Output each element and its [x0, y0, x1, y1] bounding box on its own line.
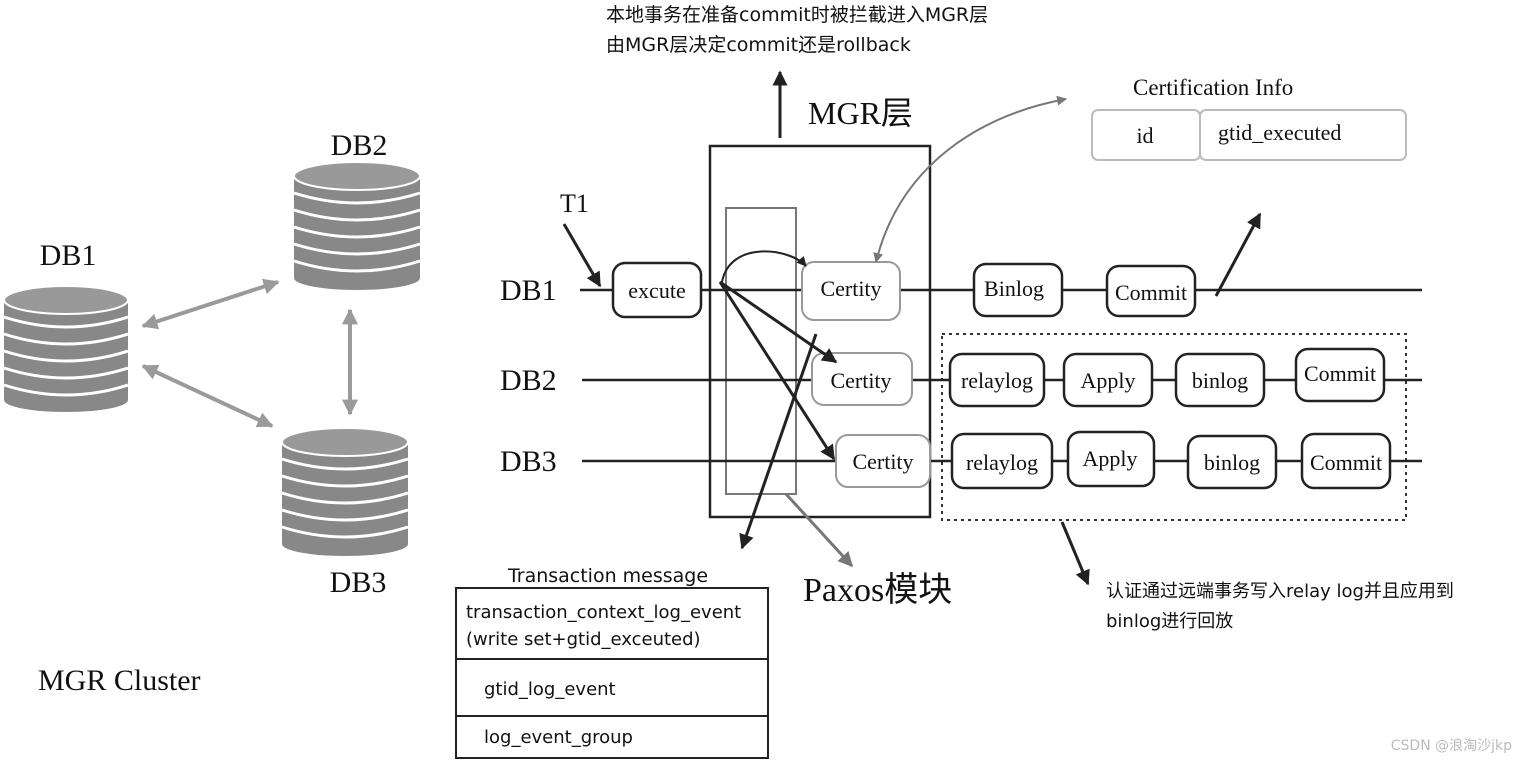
- db1-label: DB1: [40, 239, 97, 272]
- db1-step-label: Certity: [820, 276, 881, 301]
- db1-db3-arrow: [141, 364, 274, 428]
- certity-to-cert-info-arrow: [873, 95, 1067, 263]
- flow-row-label-db2: DB2: [500, 364, 557, 397]
- to-transaction-message-arrow: [739, 333, 818, 550]
- db1-step-box: [972, 262, 1064, 318]
- db3-database-icon: [281, 427, 409, 556]
- db3-label: DB3: [330, 566, 387, 599]
- db2-step-box: [948, 352, 1046, 408]
- broadcast-to-db2-arrow: [719, 280, 838, 364]
- db2-step-label: Certity: [830, 368, 891, 393]
- transaction-message-row1-line2: (write set+gtid_exceuted): [466, 629, 701, 650]
- db1-step-label: excute: [628, 278, 685, 303]
- db2-label: DB2: [331, 129, 388, 162]
- flow-row-label-db3: DB3: [500, 445, 557, 478]
- db2-database-icon: [293, 161, 421, 290]
- transaction-message-title: Transaction message: [507, 565, 708, 587]
- db3-step-box: [1066, 430, 1156, 488]
- db3-step-label: binlog: [1204, 450, 1260, 475]
- flow-row-label-db1: DB1: [500, 274, 557, 307]
- db2-step-label: Apply: [1081, 368, 1136, 393]
- db3-step-label: Apply: [1083, 446, 1138, 471]
- bottom-note-line2: binlog进行回放: [1106, 611, 1233, 632]
- transaction-message-table: [455, 587, 769, 759]
- to-paxos-arrow: [784, 492, 854, 568]
- db3-step-label: Commit: [1310, 450, 1382, 475]
- db3-step-box: [950, 432, 1054, 490]
- db1-step-box: [801, 261, 901, 321]
- mgr-layer-box: [708, 144, 932, 519]
- db3-step-label: relaylog: [966, 450, 1038, 475]
- db2-step-label: Commit: [1304, 361, 1376, 386]
- watermark: CSDN @浪淘沙jkp: [1391, 738, 1512, 754]
- db3-step-label: Certity: [852, 449, 913, 474]
- db1-step-label: Commit: [1115, 280, 1187, 305]
- cluster-caption: MGR Cluster: [38, 664, 201, 697]
- top-note-line1: 本地事务在准备commit时被拦截进入MGR层: [606, 4, 988, 26]
- db2-step-box: [1294, 347, 1386, 403]
- db1-db2-arrow: [141, 278, 280, 330]
- db3-step-box: [1186, 434, 1278, 490]
- t1-arrow: [562, 223, 602, 288]
- db1-step-box: [611, 261, 703, 319]
- db2-step-box: [1062, 352, 1154, 408]
- transaction-message-row3: log_event_group: [484, 727, 633, 748]
- transaction-message-row2: gtid_log_event: [484, 679, 616, 700]
- excute-to-certity-db1-arrow: [721, 250, 807, 283]
- db3-step-box: [1300, 432, 1392, 490]
- t1-label: T1: [560, 189, 589, 218]
- db1-database-icon: [3, 285, 129, 412]
- bottom-note-line1: 认证通过远端事务写入relay log并且应用到: [1106, 581, 1454, 602]
- commit-to-gtid-arrow: [1214, 212, 1262, 297]
- top-note-line2: 由MGR层决定commit还是rollback: [606, 34, 911, 56]
- cert-info-title: Certification Info: [1133, 75, 1293, 100]
- cert-info-id-label: id: [1136, 123, 1153, 148]
- db2-step-box: [811, 352, 913, 406]
- to-bottom-note-arrow: [1060, 521, 1090, 586]
- db2-step-label: binlog: [1192, 368, 1248, 393]
- db1-step-box: [1105, 264, 1197, 318]
- db1-step-label: Binlog: [984, 276, 1044, 301]
- broadcast-to-db3-arrow: [718, 281, 836, 461]
- cert-info-gtid-label: gtid_executed: [1218, 120, 1341, 145]
- mgr-layer-label: MGR层: [808, 95, 913, 131]
- cert-info-gtid-cell: [1199, 109, 1407, 161]
- transaction-message-row1-line1: transaction_context_log_event: [466, 602, 741, 623]
- db2-step-label: relaylog: [961, 368, 1033, 393]
- remote-apply-group: [941, 333, 1407, 521]
- db3-step-box: [835, 434, 931, 488]
- db2-step-box: [1174, 352, 1266, 408]
- paxos-label: Paxos模块: [803, 571, 952, 609]
